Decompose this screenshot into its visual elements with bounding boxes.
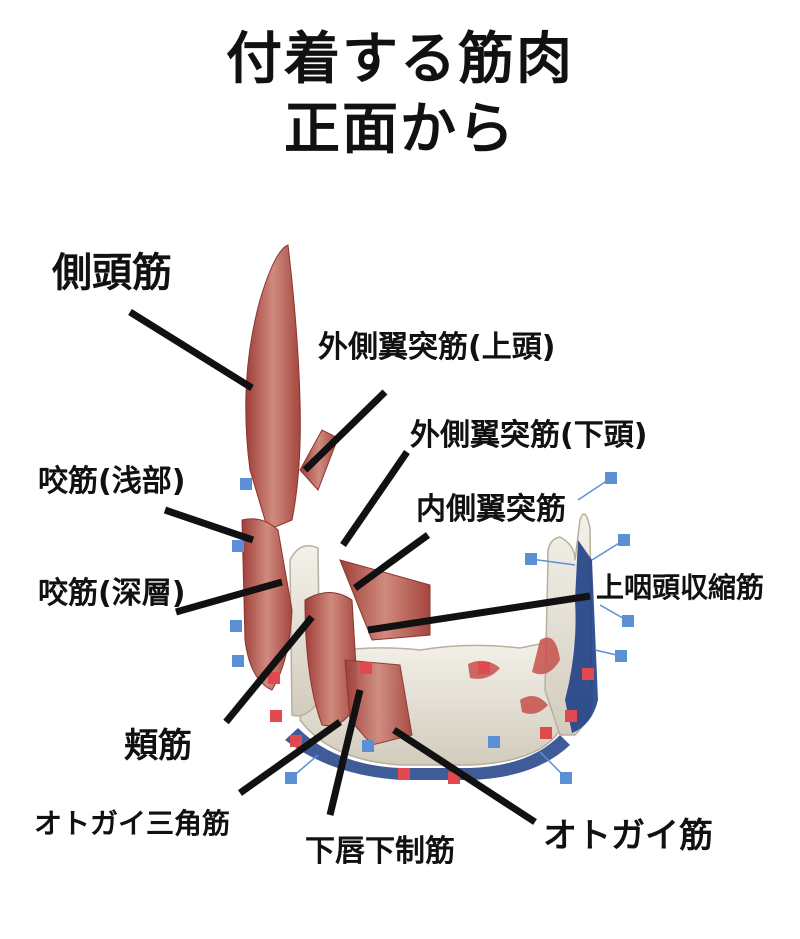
leader-superior-constrictor: [367, 592, 591, 634]
label-masseter-deep: 咬筋(深層): [38, 576, 186, 611]
label-depressor-anguli-oris: オトガイ三角筋: [34, 807, 231, 840]
label-temporalis: 側頭筋: [52, 250, 172, 296]
leader-lateral-pterygoid-upper: [302, 389, 388, 473]
title-line-2: 正面から: [284, 97, 516, 162]
label-buccinator: 頬筋: [124, 726, 192, 766]
muscles: [241, 244, 560, 746]
leader-lateral-pterygoid-lower: [340, 450, 410, 547]
leader-buccinator: [223, 614, 315, 725]
leader-masseter-superficial: [163, 506, 255, 544]
leader-medial-pterygoid: [352, 532, 431, 591]
label-superior-constrictor: 上咽頭収縮筋: [596, 571, 765, 604]
attachment-markers: [230, 472, 634, 784]
label-mentalis: オトガイ筋: [543, 816, 713, 856]
label-lateral-pterygoid-lower: 外側翼突筋(下頭): [410, 418, 648, 453]
label-masseter-superficial: 咬筋(浅部): [38, 464, 186, 499]
label-depressor-labii-inferioris: 下唇下制筋: [305, 834, 455, 869]
title-line-1: 付着する筋肉: [226, 27, 574, 92]
leader-lines: [128, 309, 591, 825]
leader-mentalis: [392, 727, 537, 825]
label-lateral-pterygoid-upper: 外側翼突筋(上頭): [318, 330, 556, 365]
leader-masseter-deep: [175, 578, 283, 616]
label-medial-pterygoid: 内側翼突筋: [416, 492, 566, 527]
leader-temporalis: [128, 309, 254, 391]
leader-depressor-labii-inferioris: [326, 689, 364, 816]
leader-depressor-anguli-oris: [237, 719, 343, 796]
